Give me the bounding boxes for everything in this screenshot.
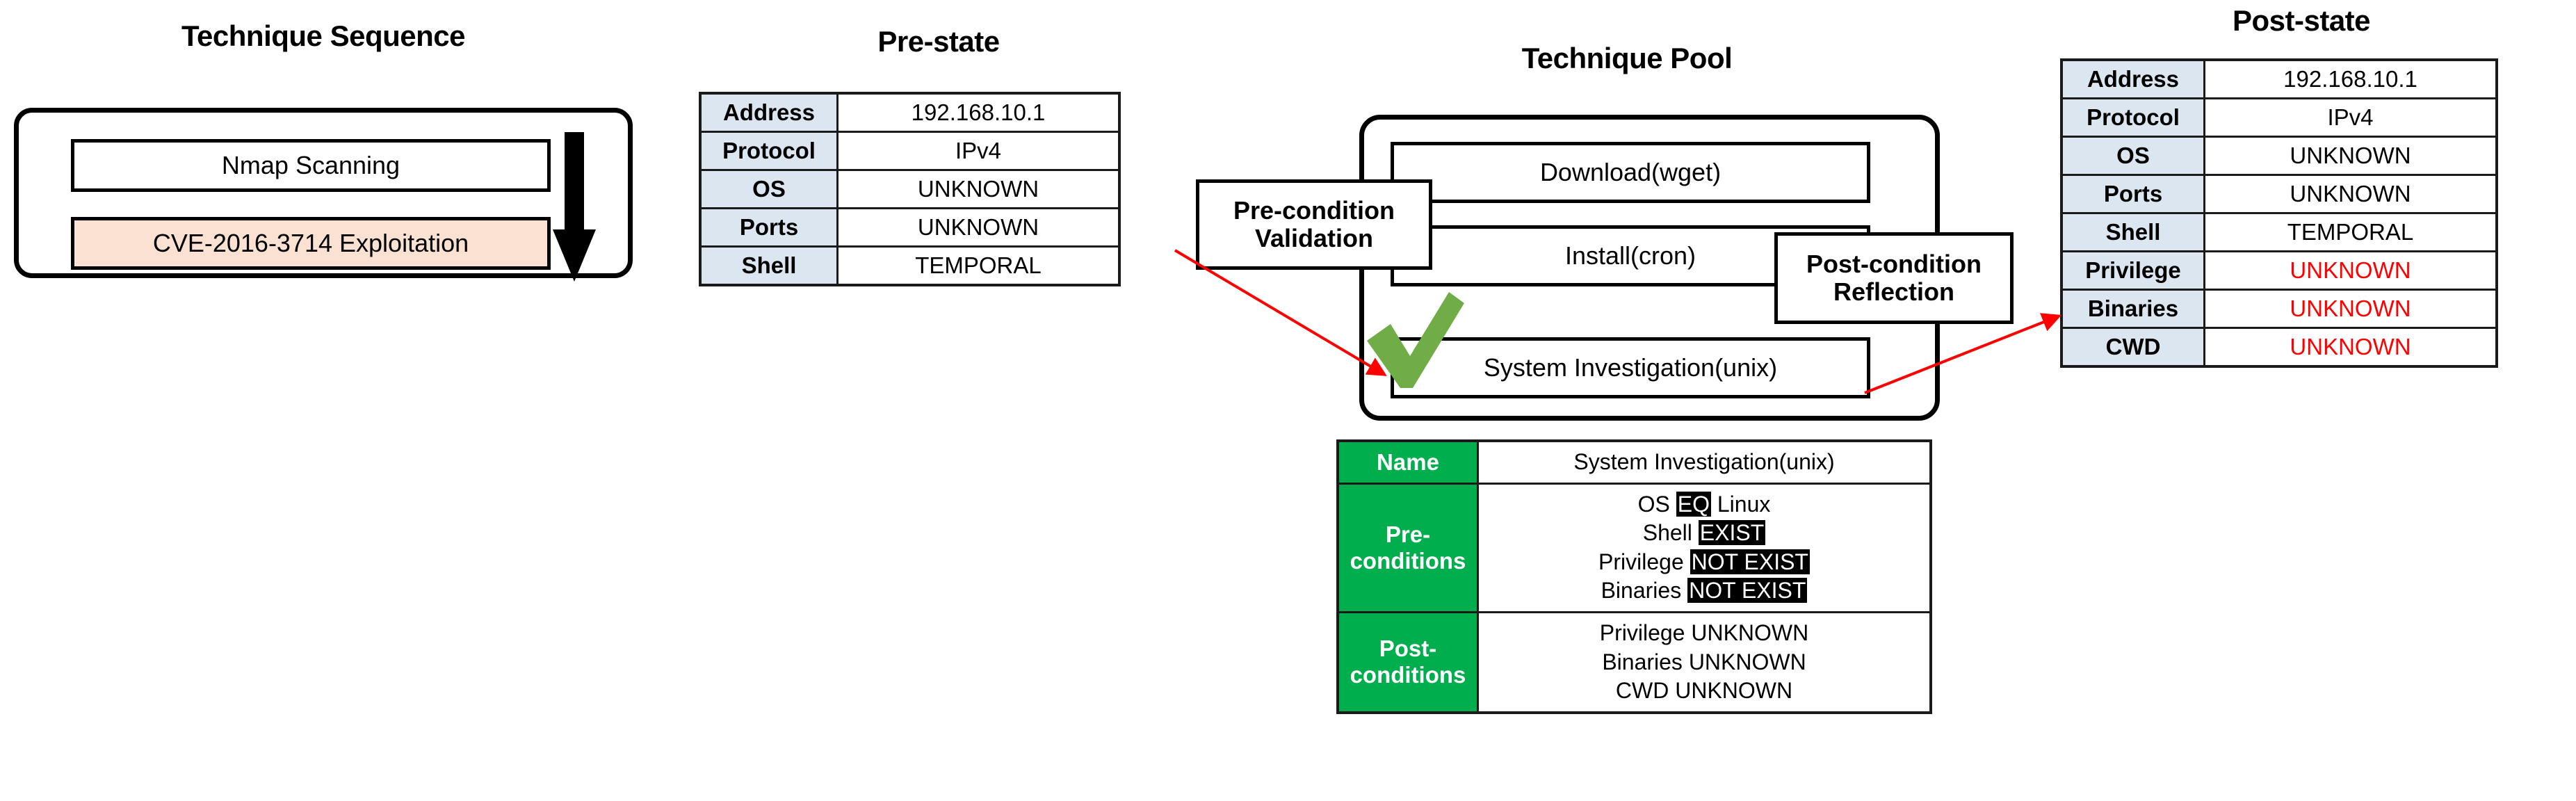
precondition-privilege-operator: NOT EXIST [1690,549,1810,574]
detail-value-postconditions: Privilege UNKNOWN Binaries UNKNOWN CWD U… [1477,610,1932,714]
table-row: Binaries UNKNOWN [2060,289,2498,329]
table-row: Address 192.168.10.1 [699,92,1121,133]
postcondition-line-binaries: Binaries UNKNOWN [1602,649,1806,674]
detail-label-pre-line2: conditions [1350,547,1466,574]
detail-label-postconditions: Post- conditions [1336,610,1479,714]
post-state-key-ports: Ports [2060,174,2205,214]
detail-label-name: Name [1336,439,1479,485]
post-state-key-privilege: Privilege [2060,250,2205,291]
detail-value-preconditions: OS EQ Linux Shell EXIST Privilege NOT EX… [1477,482,1932,613]
post-state-title: Post-state [2232,4,2371,37]
precondition-shell-prefix: Shell [1642,520,1699,546]
post-state-key-cwd: CWD [2060,327,2205,368]
postcondition-line-cwd: CWD UNKNOWN [1615,678,1793,704]
technique-sequence-panel: Nmap Scanning CVE-2016-3714 Exploitation [14,108,633,278]
post-condition-line1: Post-condition [1806,249,1982,278]
detail-name-line: System Investigation(unix) [1573,449,1835,474]
detail-label-post-line2: conditions [1350,662,1466,688]
precondition-line-os: OS EQ Linux [1489,490,1920,519]
precondition-binaries-prefix: Binaries [1601,578,1688,604]
sequence-item-nmap-scanning[interactable]: Nmap Scanning [71,139,551,192]
table-row: Post- conditions Privilege UNKNOWN Binar… [1336,610,1932,714]
pre-state-key-os: OS [699,169,839,209]
technique-pool-item-download-wget[interactable]: Download(wget) [1391,142,1870,203]
pre-state-key-address: Address [699,92,839,133]
post-state-table: Address 192.168.10.1 Protocol IPv4 OS UN… [2060,58,2498,368]
detail-label-post-line1: Post- [1379,636,1437,662]
table-row: Protocol IPv4 [2060,97,2498,138]
table-row: OS UNKNOWN [699,169,1121,209]
precondition-line-privilege: Privilege NOT EXIST [1489,548,1920,577]
pre-state-table: Address 192.168.10.1 Protocol IPv4 OS UN… [699,92,1121,286]
pre-state-key-protocol: Protocol [699,131,839,171]
detail-label-preconditions: Pre- conditions [1336,482,1479,613]
table-row: Name System Investigation(unix) [1336,439,1932,485]
pre-condition-line1: Pre-condition [1233,195,1395,225]
post-state-value-os: UNKNOWN [2203,136,2498,176]
pre-condition-validation-callout: Pre-condition Validation [1196,179,1432,270]
sequence-item-cve-exploitation[interactable]: CVE-2016-3714 Exploitation [71,217,551,270]
post-state-value-ports: UNKNOWN [2203,174,2498,214]
pre-state-value-address: 192.168.10.1 [836,92,1121,133]
detail-value-name: System Investigation(unix) [1477,439,1932,485]
post-state-value-privilege: UNKNOWN [2203,250,2498,291]
post-condition-reflection-callout: Post-condition Reflection [1774,232,2014,324]
pre-state-title: Pre-state [877,25,1000,58]
table-row: Protocol IPv4 [699,131,1121,171]
table-row: Pre- conditions OS EQ Linux Shell EXIST … [1336,482,1932,613]
pre-state-value-ports: UNKNOWN [836,207,1121,248]
postcondition-line-privilege: Privilege UNKNOWN [1599,620,1809,645]
pre-state-key-shell: Shell [699,245,839,286]
post-state-value-cwd: UNKNOWN [2203,327,2498,368]
table-row: Privilege UNKNOWN [2060,250,2498,291]
post-state-key-os: OS [2060,136,2205,176]
technique-sequence-title: Technique Sequence [181,19,466,52]
precondition-os-prefix: OS [1637,491,1676,517]
table-row: Shell TEMPORAL [2060,212,2498,252]
table-row: Ports UNKNOWN [699,207,1121,248]
precondition-privilege-prefix: Privilege [1598,549,1690,574]
down-arrow-icon [553,132,596,282]
precondition-line-binaries: Binaries NOT EXIST [1489,576,1920,606]
detail-label-pre-line1: Pre- [1385,521,1431,547]
post-state-key-shell: Shell [2060,212,2205,252]
precondition-os-suffix: Linux [1710,491,1771,517]
table-row: OS UNKNOWN [2060,136,2498,176]
precondition-line-shell: Shell EXIST [1489,519,1920,548]
pre-state-value-protocol: IPv4 [836,131,1121,171]
precondition-shell-operator: EXIST [1698,520,1766,546]
table-row: Ports UNKNOWN [2060,174,2498,214]
pre-state-value-shell: TEMPORAL [836,245,1121,286]
technique-pool-item-system-investigation-unix[interactable]: System Investigation(unix) [1391,337,1870,398]
table-row: Address 192.168.10.1 [2060,58,2498,99]
pre-state-key-ports: Ports [699,207,839,248]
table-row: CWD UNKNOWN [2060,327,2498,368]
technique-pool-title: Technique Pool [1521,42,1733,74]
post-state-key-address: Address [2060,58,2205,99]
post-state-value-shell: TEMPORAL [2203,212,2498,252]
post-state-value-address: 192.168.10.1 [2203,58,2498,99]
pre-condition-line2: Validation [1254,224,1374,252]
post-state-value-binaries: UNKNOWN [2203,289,2498,329]
post-state-key-binaries: Binaries [2060,289,2205,329]
table-row: Shell TEMPORAL [699,245,1121,286]
post-state-key-protocol: Protocol [2060,97,2205,138]
green-check-icon [1361,291,1466,402]
pre-state-value-os: UNKNOWN [836,169,1121,209]
technique-detail-table: Name System Investigation(unix) Pre- con… [1336,439,1932,714]
post-condition-line2: Reflection [1833,277,1955,306]
post-state-value-protocol: IPv4 [2203,97,2498,138]
detail-label-name-line1: Name [1377,448,1439,475]
precondition-binaries-operator: NOT EXIST [1687,578,1808,604]
precondition-os-operator: EQ [1676,491,1711,517]
